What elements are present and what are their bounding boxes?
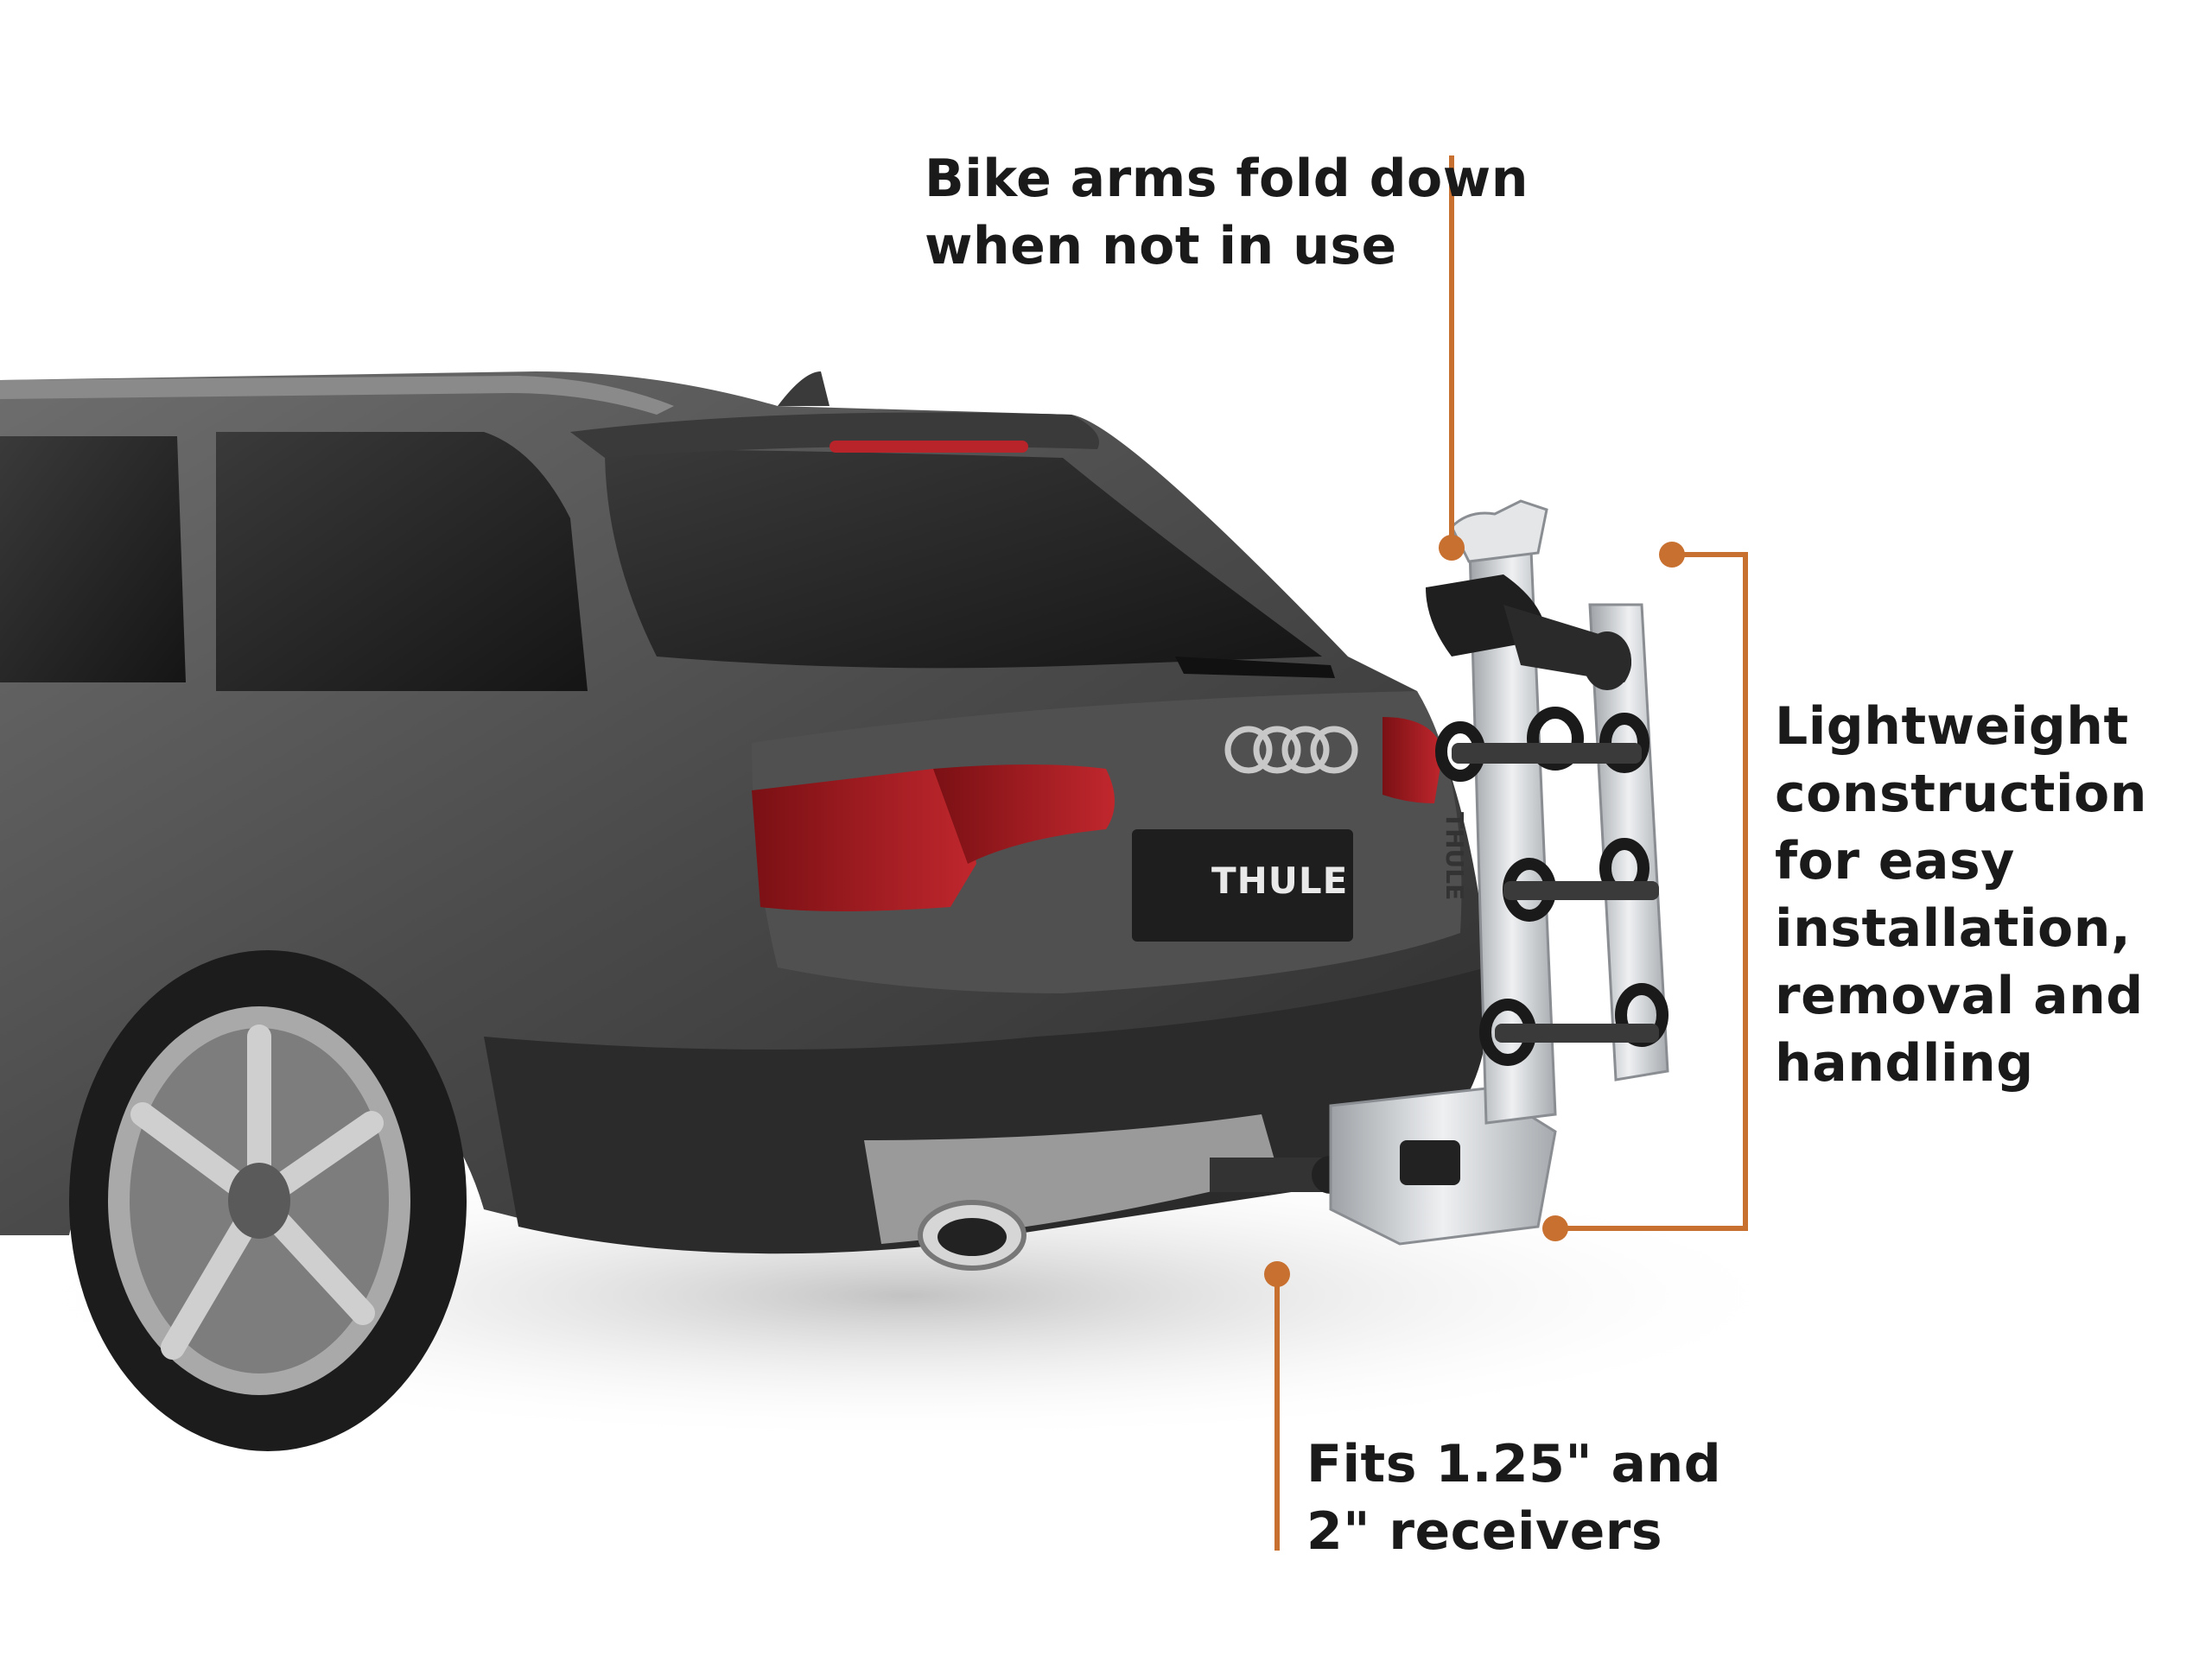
callout-lightweight-line-2: construction bbox=[1775, 764, 2147, 824]
rack-top-cap bbox=[1450, 499, 1548, 563]
callout-bike-arms: Bike arms fold down when not in use bbox=[925, 145, 1529, 280]
rear-wiper bbox=[1175, 657, 1335, 678]
rear-windshield bbox=[605, 449, 1322, 669]
callout-bike-arms-line-2: when not in use bbox=[925, 216, 1397, 276]
callout-receivers-line-1: Fits 1.25" and bbox=[1306, 1434, 1722, 1494]
callout-receivers-line-2: 2" receivers bbox=[1306, 1501, 1663, 1562]
rack-tilt-handle bbox=[1400, 1140, 1460, 1185]
tail-light-right bbox=[933, 764, 1115, 864]
callout-lightweight-line-4: installation, bbox=[1775, 898, 2132, 959]
side-window-rear bbox=[216, 432, 588, 691]
callout-lightweight-line-1: Lightweight bbox=[1775, 696, 2129, 757]
plate-logo: THULE bbox=[1211, 860, 1349, 902]
roof-rail bbox=[0, 376, 674, 415]
leader-dot-arms bbox=[1439, 535, 1465, 561]
tail-light-left bbox=[752, 769, 976, 911]
brake-light bbox=[830, 441, 1028, 453]
license-plate bbox=[1132, 829, 1353, 942]
callout-lightweight-line-3: for easy bbox=[1775, 831, 2015, 891]
callout-bike-arms-line-1: Bike arms fold down bbox=[925, 149, 1529, 209]
callout-lightweight: Lightweight construction for easy instal… bbox=[1775, 693, 2147, 1097]
leader-dot-weight-bottom bbox=[1542, 1215, 1568, 1241]
bike-rack bbox=[1329, 499, 1669, 1246]
callout-lightweight-line-6: handling bbox=[1775, 1033, 2034, 1094]
tail-light-right-outer bbox=[1382, 717, 1443, 803]
callout-receivers: Fits 1.25" and 2" receivers bbox=[1306, 1430, 1721, 1565]
side-window-front bbox=[0, 436, 186, 682]
leader-dot-weight-top bbox=[1659, 542, 1685, 568]
rear-wheel bbox=[69, 950, 467, 1451]
callout-lightweight-line-5: removal and bbox=[1775, 966, 2144, 1026]
antenna bbox=[778, 371, 830, 406]
leader-dot-receivers bbox=[1264, 1261, 1290, 1287]
car-emblem bbox=[1224, 726, 1358, 774]
